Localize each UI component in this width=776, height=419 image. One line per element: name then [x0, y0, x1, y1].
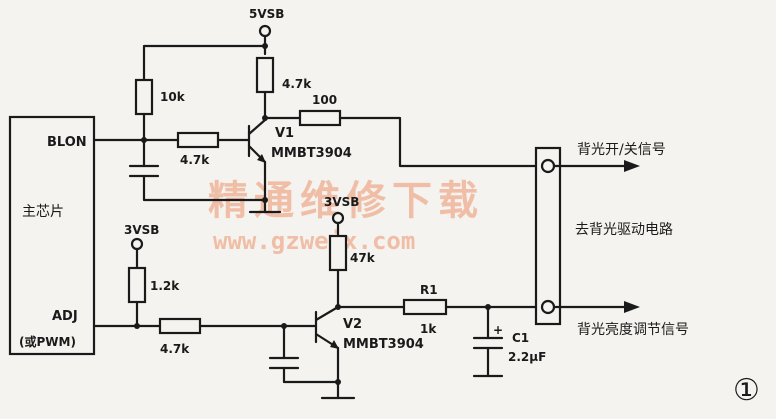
resistor-100: [298, 109, 342, 127]
output-brightness-label: 背光亮度调节信号: [577, 321, 689, 338]
output-driver-label: 去背光驱动电路: [575, 222, 673, 238]
connector-pin-onoff: [540, 158, 556, 174]
output-onoff-label: 背光开/关信号: [577, 142, 666, 158]
resistor-r1: [402, 298, 448, 316]
supply-3vsb-right-label: 3VSB: [324, 195, 359, 209]
resistor-1k2-label: 1.2k: [150, 279, 180, 293]
arrow-onoff-icon: [624, 160, 640, 172]
resistor-100-label: 100: [312, 93, 337, 107]
supply-5vsb-terminal: [258, 24, 272, 38]
supply-3vsb-left-label: 3VSB: [124, 223, 159, 237]
pin-pwm-label: (或PWM): [19, 334, 76, 349]
transistor-v1-part: MMBT3904: [271, 146, 352, 161]
transistor-v2: [314, 305, 340, 350]
resistor-10k: [134, 78, 154, 116]
arrow-brightness-icon: [624, 301, 640, 313]
resistor-r1-name: R1: [420, 283, 438, 297]
transistor-v2-name: V2: [343, 317, 362, 332]
transistor-v1: [247, 118, 267, 164]
resistor-1k2: [127, 266, 147, 304]
resistor-4k7-collector: [255, 56, 275, 94]
resistor-4k7-blon: [176, 131, 220, 149]
resistor-r1-value: 1k: [420, 322, 437, 336]
resistor-4k7-adj-label: 4.7k: [160, 342, 190, 356]
supply-3vsb-left-terminal: [130, 237, 144, 251]
resistor-4k7-collector-label: 4.7k: [282, 77, 312, 91]
capacitor-c1-plus: +: [493, 323, 503, 337]
transistor-v1-name: V1: [275, 126, 294, 141]
supply-3vsb-right-terminal: [331, 211, 345, 225]
capacitor-c1-name: C1: [512, 331, 529, 345]
resistor-47k: [328, 234, 348, 272]
main-chip: [8, 115, 96, 356]
supply-5vsb-label: 5VSB: [249, 7, 284, 21]
resistor-10k-label: 10k: [160, 90, 186, 104]
pin-blon-label: BLON: [47, 135, 87, 150]
resistor-47k-label: 47k: [350, 251, 376, 265]
output-connector: [534, 146, 562, 326]
connector-pin-brightness: [540, 299, 556, 315]
figure-number: ①: [733, 373, 760, 408]
transistor-v2-part: MMBT3904: [343, 337, 424, 352]
chip-label: 主芯片: [22, 204, 64, 220]
resistor-4k7-adj: [158, 317, 202, 335]
watermark-url: www.gzweix.com: [213, 227, 415, 255]
resistor-4k7-blon-label: 4.7k: [180, 153, 210, 167]
capacitor-c1-value: 2.2μF: [508, 350, 546, 364]
pin-adj-label: ADJ: [52, 309, 78, 324]
